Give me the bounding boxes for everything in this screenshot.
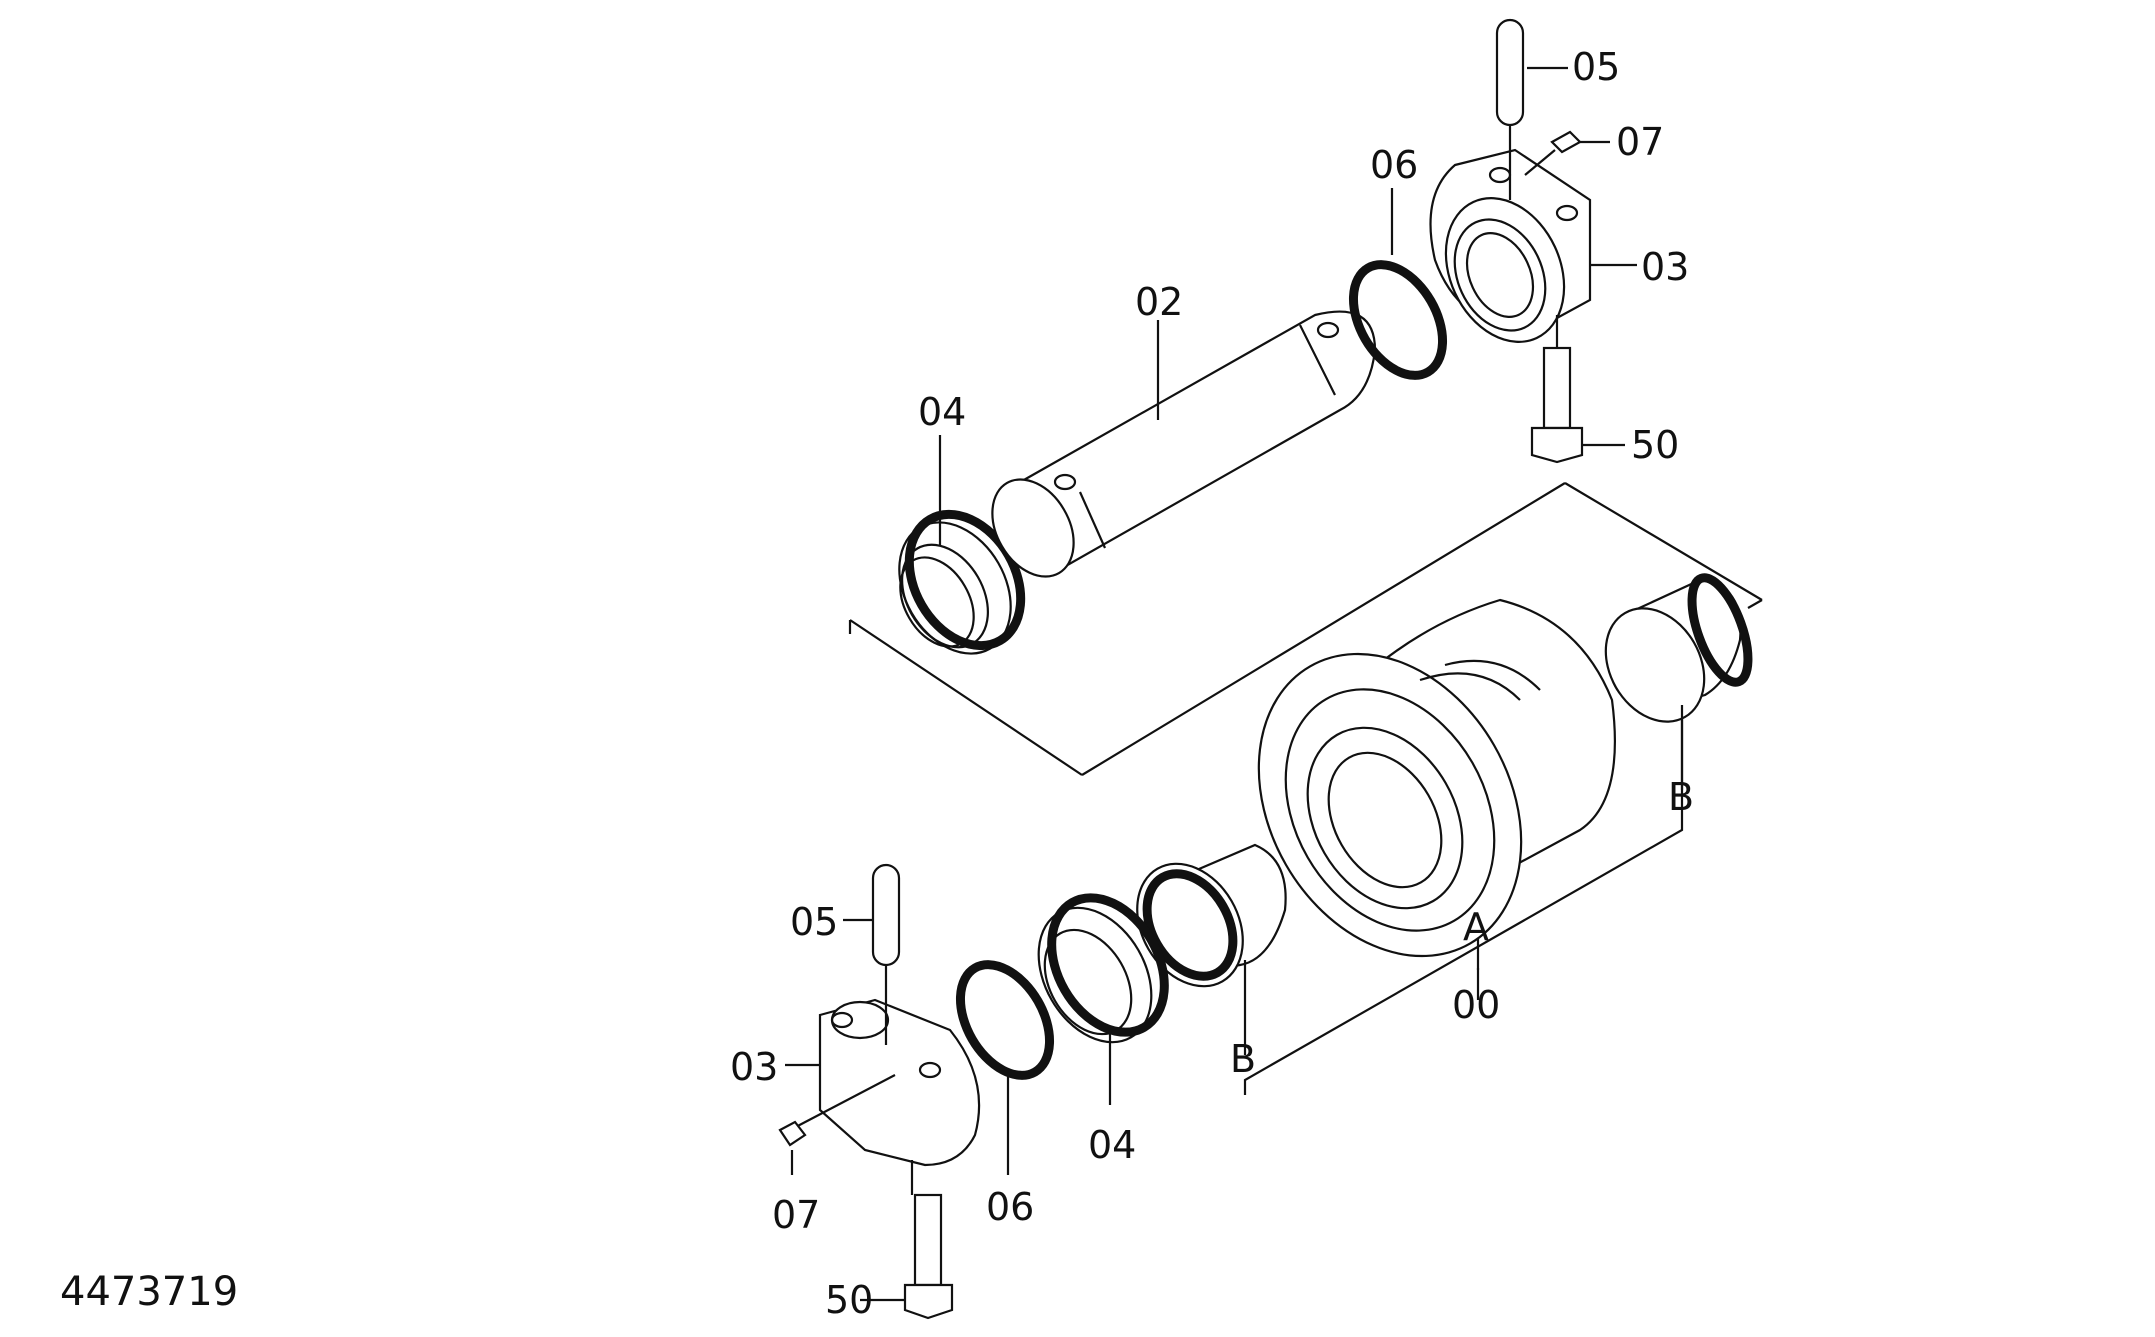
upper-pin-05 bbox=[1495, 18, 1525, 200]
label-06-top: 06 bbox=[1370, 143, 1418, 187]
roller-body-00 bbox=[1257, 598, 1617, 958]
upper-collar-03 bbox=[1429, 148, 1592, 343]
lower-pin-05 bbox=[871, 863, 901, 1045]
label-A: A bbox=[1463, 905, 1489, 949]
lower-seal-04 bbox=[1037, 893, 1169, 1105]
lower-bolt-50 bbox=[903, 1193, 954, 1320]
label-50-top: 50 bbox=[1631, 423, 1679, 467]
label-50-bottom: 50 bbox=[825, 1278, 873, 1322]
left-bushing-B bbox=[1136, 843, 1287, 1040]
label-05-bottom: 05 bbox=[790, 900, 838, 944]
shaft-02 bbox=[991, 310, 1377, 578]
upper-plug-07 bbox=[1524, 130, 1582, 176]
lower-o-ring-06 bbox=[955, 960, 1055, 1175]
lower-collar-03 bbox=[789, 998, 981, 1195]
label-03-top: 03 bbox=[1641, 245, 1689, 289]
label-04-bottom: 04 bbox=[1088, 1123, 1136, 1167]
label-04-top: 04 bbox=[918, 390, 966, 434]
label-07-bottom: 07 bbox=[772, 1193, 820, 1237]
upper-o-ring-06 bbox=[1348, 260, 1448, 380]
label-B-left: B bbox=[1230, 1037, 1256, 1081]
lower-plug-07 bbox=[778, 1120, 807, 1175]
leader-lines bbox=[785, 66, 1684, 1302]
figure-number: 4473719 bbox=[60, 1269, 238, 1315]
label-B-right: B bbox=[1668, 775, 1694, 819]
upper-bolt-50 bbox=[1530, 315, 1584, 464]
upper-assembly-frame bbox=[848, 482, 1763, 776]
label-07-top: 07 bbox=[1616, 120, 1664, 164]
label-06-bottom: 06 bbox=[986, 1185, 1034, 1229]
label-05-top: 05 bbox=[1572, 45, 1620, 89]
label-03-bottom: 03 bbox=[730, 1045, 778, 1089]
label-00: 00 bbox=[1452, 983, 1500, 1027]
label-02: 02 bbox=[1135, 280, 1183, 324]
right-bushing-B bbox=[1604, 573, 1753, 723]
